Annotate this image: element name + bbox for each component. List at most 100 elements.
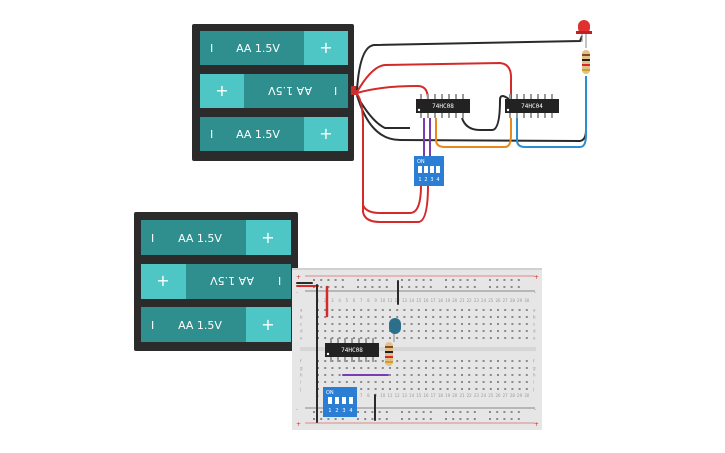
breadboard-hole[interactable] — [489, 418, 491, 420]
breadboard-hole[interactable] — [381, 381, 384, 383]
chip-74hc08-breadboard[interactable]: 74HC08 — [325, 338, 379, 362]
breadboard-hole[interactable] — [482, 360, 485, 362]
breadboard-hole[interactable] — [345, 337, 348, 339]
breadboard-hole[interactable] — [415, 286, 418, 288]
breadboard-hole[interactable] — [445, 286, 447, 288]
breadboard-hole[interactable] — [517, 279, 520, 281]
breadboard-hole[interactable] — [341, 286, 344, 288]
breadboard-hole[interactable] — [439, 360, 442, 362]
breadboard-hole[interactable] — [345, 316, 348, 318]
breadboard-hole[interactable] — [334, 279, 337, 281]
breadboard-hole[interactable] — [360, 381, 363, 383]
breadboard-hole[interactable] — [338, 330, 341, 332]
breadboard-hole[interactable] — [489, 360, 492, 362]
breadboard-hole[interactable] — [367, 323, 370, 325]
breadboard-hole[interactable] — [403, 374, 406, 376]
breadboard-hole[interactable] — [482, 367, 485, 369]
breadboard-hole[interactable] — [425, 316, 427, 318]
breadboard-hole[interactable] — [396, 316, 399, 318]
breadboard-hole[interactable] — [518, 367, 521, 369]
breadboard-hole[interactable] — [518, 323, 521, 325]
breadboard-hole[interactable] — [489, 309, 492, 311]
breadboard-hole[interactable] — [374, 309, 377, 311]
breadboard-hole[interactable] — [417, 374, 420, 376]
breadboard-hole[interactable] — [466, 418, 469, 420]
breadboard-hole[interactable] — [360, 323, 363, 325]
chip-74hc08-top[interactable]: 74HC08 — [416, 94, 470, 118]
breadboard-hole[interactable] — [475, 323, 478, 325]
breadboard-hole[interactable] — [401, 411, 403, 413]
breadboard-hole[interactable] — [475, 374, 478, 376]
breadboard-hole[interactable] — [371, 286, 374, 288]
breadboard-hole[interactable] — [360, 316, 363, 318]
breadboard-hole[interactable] — [374, 367, 377, 369]
breadboard-hole[interactable] — [445, 279, 447, 281]
breadboard-hole[interactable] — [518, 388, 521, 390]
breadboard-hole[interactable] — [417, 309, 420, 311]
breadboard-hole[interactable] — [511, 316, 514, 318]
breadboard-hole[interactable] — [408, 411, 411, 413]
breadboard-hole[interactable] — [504, 330, 507, 332]
breadboard-hole[interactable] — [410, 316, 413, 318]
breadboard-hole[interactable] — [324, 309, 327, 311]
breadboard-hole[interactable] — [415, 279, 418, 281]
breadboard-hole[interactable] — [452, 411, 455, 413]
breadboard-hole[interactable] — [518, 316, 521, 318]
breadboard-hole[interactable] — [446, 374, 449, 376]
breadboard-hole[interactable] — [403, 388, 406, 390]
breadboard-hole[interactable] — [468, 367, 471, 369]
breadboard-hole[interactable] — [338, 374, 341, 376]
breadboard-hole[interactable] — [381, 316, 384, 318]
breadboard-hole[interactable] — [425, 381, 427, 383]
breadboard-hole[interactable] — [453, 374, 456, 376]
breadboard-hole[interactable] — [452, 279, 455, 281]
breadboard-hole[interactable] — [466, 411, 469, 413]
breadboard-hole[interactable] — [324, 367, 327, 369]
breadboard-hole[interactable] — [403, 323, 406, 325]
breadboard-hole[interactable] — [410, 360, 413, 362]
breadboard-hole[interactable] — [374, 337, 377, 339]
breadboard-hole[interactable] — [360, 309, 363, 311]
breadboard-hole[interactable] — [432, 367, 435, 369]
breadboard-hole[interactable] — [389, 374, 391, 376]
breadboard-hole[interactable] — [510, 418, 513, 420]
breadboard-hole[interactable] — [367, 337, 370, 339]
breadboard-hole[interactable] — [466, 279, 469, 281]
led-red[interactable] — [576, 20, 592, 48]
breadboard-hole[interactable] — [331, 374, 334, 376]
breadboard-hole[interactable] — [345, 360, 348, 362]
breadboard-hole[interactable] — [489, 367, 492, 369]
breadboard-hole[interactable] — [489, 381, 492, 383]
breadboard-hole[interactable] — [525, 330, 528, 332]
breadboard-hole[interactable] — [446, 381, 449, 383]
breadboard-hole[interactable] — [525, 381, 528, 383]
breadboard-hole[interactable] — [439, 323, 442, 325]
breadboard-hole[interactable] — [367, 316, 370, 318]
breadboard-hole[interactable] — [341, 418, 344, 420]
breadboard-hole[interactable] — [439, 330, 442, 332]
breadboard-hole[interactable] — [446, 337, 449, 339]
breadboard-hole[interactable] — [468, 309, 471, 311]
breadboard-hole[interactable] — [334, 418, 337, 420]
wires-bottom[interactable] — [296, 280, 399, 423]
breadboard-hole[interactable] — [468, 323, 471, 325]
breadboard-hole[interactable] — [518, 360, 521, 362]
breadboard-hole[interactable] — [453, 309, 456, 311]
breadboard-hole[interactable] — [367, 360, 370, 362]
breadboard-hole[interactable] — [452, 286, 455, 288]
breadboard-hole[interactable] — [518, 330, 521, 332]
breadboard-hole[interactable] — [473, 418, 476, 420]
breadboard-hole[interactable] — [475, 360, 478, 362]
breadboard-hole[interactable] — [345, 381, 348, 383]
breadboard-hole[interactable] — [468, 388, 471, 390]
breadboard-hole[interactable] — [497, 367, 499, 369]
breadboard-hole[interactable] — [389, 367, 391, 369]
breadboard-hole[interactable] — [367, 388, 370, 390]
breadboard-hole[interactable] — [432, 323, 435, 325]
breadboard-hole[interactable] — [453, 360, 456, 362]
breadboard-hole[interactable] — [381, 330, 384, 332]
breadboard-hole[interactable] — [459, 418, 462, 420]
breadboard-hole[interactable] — [360, 337, 363, 339]
breadboard-hole[interactable] — [389, 388, 391, 390]
breadboard-hole[interactable] — [453, 388, 456, 390]
